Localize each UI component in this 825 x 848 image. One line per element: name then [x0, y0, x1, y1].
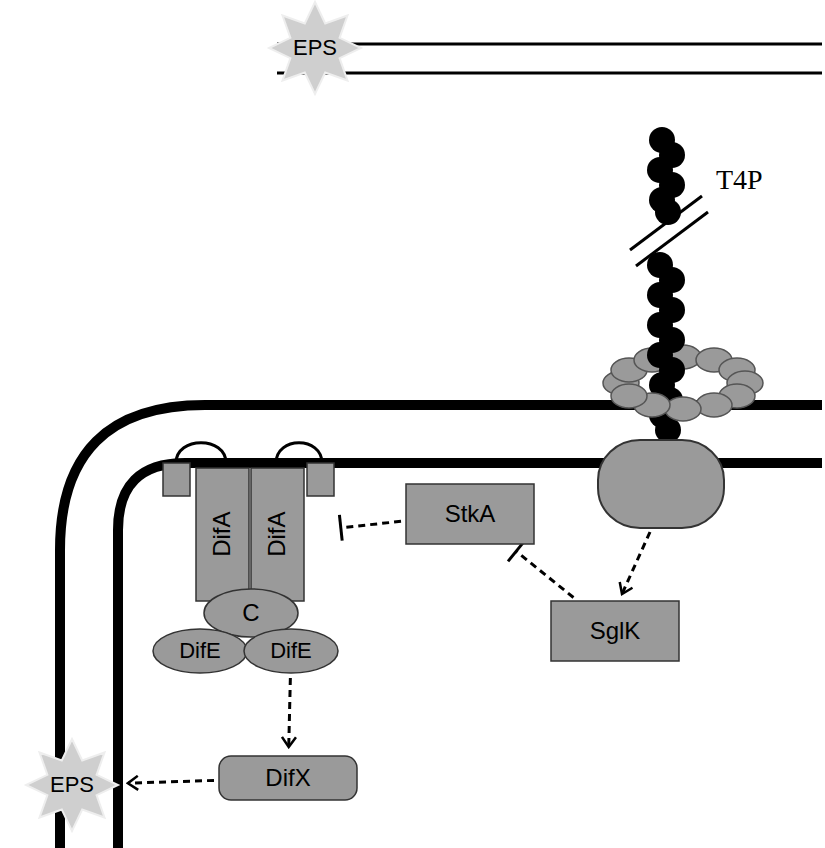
rect-shape — [551, 601, 679, 661]
secretin-ring — [611, 384, 755, 421]
rect-shape — [251, 468, 304, 601]
node-text: DifX — [265, 765, 310, 791]
pilus-base — [598, 440, 724, 528]
outer-membrane — [60, 405, 822, 848]
ellipse-shape — [153, 629, 247, 673]
activation-arrow — [128, 780, 214, 783]
rect-shape — [219, 756, 357, 800]
rect-shape — [196, 468, 249, 601]
substrate-line — [277, 43, 822, 46]
node-text: SglK — [590, 618, 641, 644]
protein-box: StkA — [405, 483, 535, 545]
protein-box: SglK — [550, 600, 680, 662]
pilus-filament — [647, 127, 685, 225]
kinase-ellipse: DifE — [243, 628, 339, 674]
rect-shape — [406, 484, 534, 544]
star-shape — [26, 739, 118, 831]
receptor-box: DifA — [250, 467, 305, 602]
structure-label: T4P — [716, 164, 763, 196]
substrate-line — [277, 72, 822, 75]
transmembrane-segment — [307, 463, 334, 496]
node-text: DifA — [264, 512, 290, 557]
node-text: DifE — [270, 639, 312, 663]
eps-star: EPS — [26, 739, 118, 831]
node-text: EPS — [293, 36, 337, 60]
break-mark — [636, 212, 708, 266]
inner-membrane — [118, 463, 822, 848]
kinase-ellipse: DifE — [152, 628, 248, 674]
node-text: StkA — [445, 501, 496, 527]
inhibition-arrow — [516, 551, 573, 597]
ellipse-shape — [244, 629, 338, 673]
activation-arrow — [622, 532, 650, 594]
periplasmic-loop — [276, 443, 322, 463]
periplasmic-loop — [176, 443, 226, 463]
node-text: DifE — [179, 639, 221, 663]
inhibition-arrow — [341, 521, 401, 527]
star-shape — [269, 2, 361, 94]
node-text: DifA — [209, 512, 235, 557]
node-text: C — [242, 600, 259, 626]
protein-box: DifX — [218, 755, 358, 801]
activation-arrow — [289, 678, 291, 747]
transmembrane-segment — [163, 463, 190, 496]
eps-star: EPS — [269, 2, 361, 94]
receptor-box: DifA — [195, 467, 250, 602]
node-text: EPS — [50, 773, 94, 797]
